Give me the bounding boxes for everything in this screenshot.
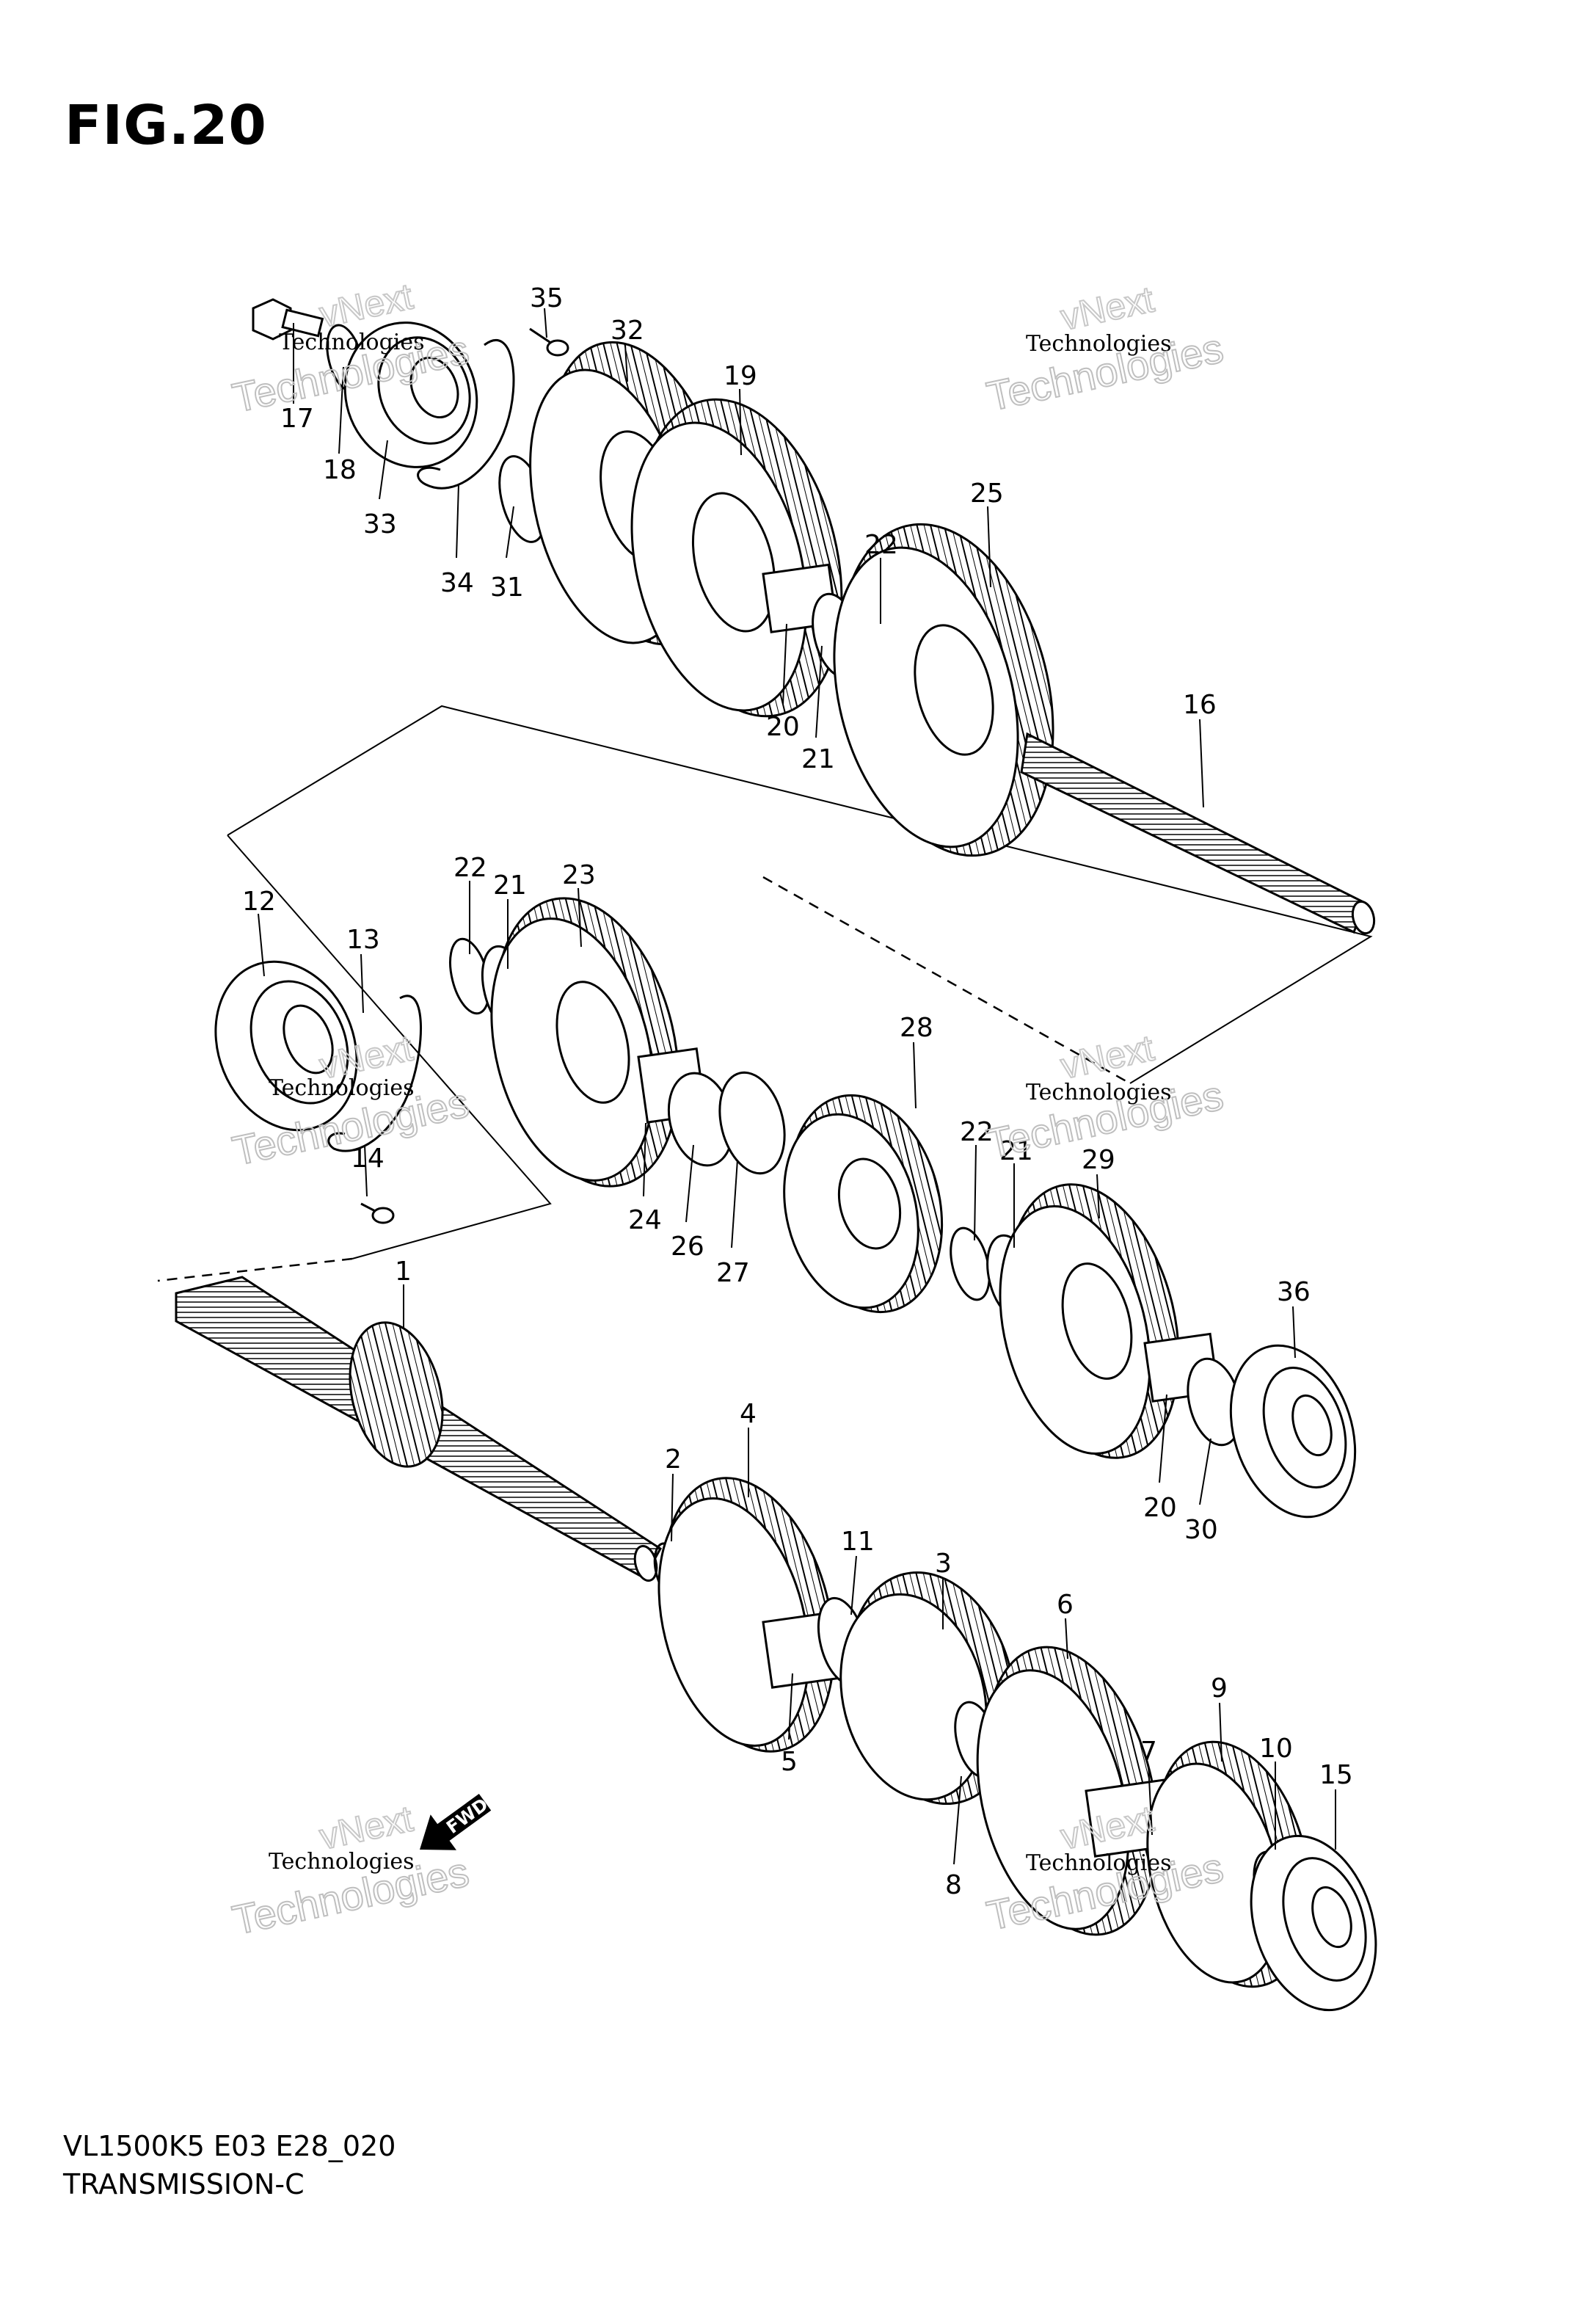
figure-title: FIG.20 — [65, 94, 267, 157]
callout-11: 11 — [841, 1527, 875, 1557]
callout-20-upper: 20 — [766, 712, 800, 742]
callout-10: 10 — [1259, 1734, 1293, 1764]
bearing-33 — [343, 321, 478, 468]
bearing-15 — [1250, 1834, 1377, 2012]
callout-28: 28 — [900, 1013, 933, 1043]
callout-27: 27 — [716, 1258, 750, 1288]
callout-25: 25 — [970, 479, 1004, 509]
leader-lines — [258, 308, 1336, 1865]
callout-24: 24 — [628, 1205, 662, 1235]
watermark-top-right: vNext Technologies Technologies — [982, 277, 1228, 420]
callout-13: 13 — [346, 925, 380, 955]
screw-35 — [529, 327, 569, 357]
bearing-36 — [1229, 1344, 1357, 1519]
svg-text:vNext: vNext — [1057, 1027, 1158, 1086]
callout-33: 33 — [363, 509, 397, 539]
washer-27 — [718, 1071, 786, 1175]
svg-text:vNext: vNext — [1057, 278, 1158, 338]
callout-26: 26 — [671, 1232, 704, 1262]
callout-22-mid: 22 — [453, 853, 487, 883]
callout-9: 9 — [1211, 1673, 1228, 1704]
svg-text:Technologies: Technologies — [279, 330, 425, 355]
callout-19: 19 — [724, 361, 757, 391]
callout-4: 4 — [740, 1399, 757, 1429]
callout-8: 8 — [945, 1870, 962, 1900]
callout-3: 3 — [935, 1549, 952, 1579]
gear-19 — [630, 398, 843, 718]
callout-34: 34 — [440, 568, 474, 598]
lower-shaft-assembly — [175, 1276, 1377, 2012]
callout-29: 29 — [1082, 1145, 1115, 1175]
retainer-34 — [417, 339, 515, 490]
callout-2: 2 — [665, 1444, 682, 1475]
gear-28 — [783, 1094, 944, 1314]
callout-32: 32 — [611, 316, 644, 346]
callout-16: 16 — [1183, 690, 1217, 720]
screw-14 — [360, 1202, 395, 1224]
callout-21-mid: 21 — [493, 870, 527, 901]
svg-text:Technologies: Technologies — [1026, 1850, 1172, 1876]
callout-5: 5 — [781, 1747, 798, 1777]
svg-text:Technologies: Technologies — [269, 1849, 415, 1875]
callout-36: 36 — [1277, 1277, 1311, 1307]
callout-30: 30 — [1184, 1515, 1218, 1545]
callout-31: 31 — [490, 572, 524, 603]
callout-21-upper: 21 — [801, 744, 835, 774]
callout-15: 15 — [1319, 1760, 1353, 1790]
callout-17: 17 — [280, 404, 314, 434]
callout-14: 14 — [351, 1144, 385, 1174]
upper-shaft-assembly — [252, 298, 1376, 935]
svg-text:Technologies: Technologies — [1026, 331, 1172, 357]
gear-6 — [976, 1646, 1159, 1936]
callout-35: 35 — [530, 283, 564, 313]
bolt-17 — [252, 298, 324, 341]
callout-22-upper: 22 — [864, 530, 898, 560]
bearing-12 — [214, 960, 358, 1132]
gear-29 — [999, 1183, 1180, 1459]
section-name: TRANSMISSION-C — [63, 2168, 305, 2200]
callout-7: 7 — [1140, 1737, 1157, 1767]
model-code: VL1500K5 E03 E28_020 — [63, 2130, 396, 2162]
callout-1: 1 — [395, 1257, 412, 1287]
assembly-reference-lines — [157, 705, 1373, 1282]
gear-25 — [833, 523, 1054, 857]
callout-labels: 17 18 33 34 31 35 32 19 20 21 22 25 16 1… — [242, 283, 1353, 1900]
gear-23 — [490, 897, 679, 1188]
mainshaft-1 — [175, 1276, 662, 1582]
callout-22-low: 22 — [960, 1117, 994, 1147]
diagram-footer: VL1500K5 E03 E28_020 TRANSMISSION-C — [63, 2127, 396, 2203]
watermark-bottom-left: vNext Technologies Technologies — [227, 1797, 473, 1944]
retainer-13 — [327, 995, 423, 1152]
callout-23: 23 — [562, 860, 596, 890]
callout-12: 12 — [242, 887, 276, 917]
callout-18: 18 — [323, 455, 357, 485]
svg-text:Technologies: Technologies — [269, 1075, 415, 1101]
callout-21-low: 21 — [999, 1136, 1033, 1166]
callout-6: 6 — [1057, 1590, 1074, 1620]
svg-text:Technologies: Technologies — [1026, 1080, 1172, 1105]
middle-gear-group — [214, 897, 1357, 1519]
fwd-label: FWD — [442, 1794, 492, 1838]
callout-20-low: 20 — [1143, 1493, 1177, 1523]
countershaft-16 — [1020, 732, 1376, 935]
